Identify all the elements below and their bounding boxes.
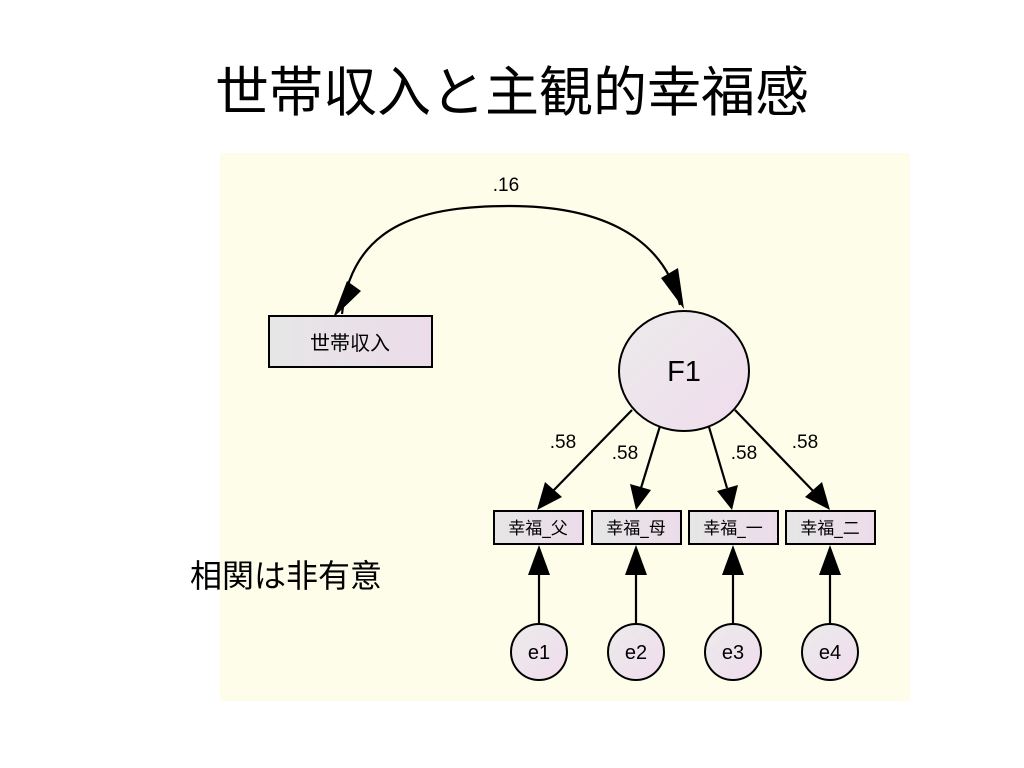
error-node-3 <box>704 623 762 681</box>
covariance-arrowhead-left <box>333 281 361 318</box>
covariance-arc <box>340 204 682 315</box>
error-arrowhead-1 <box>528 545 550 575</box>
indicator-box-3 <box>688 510 779 545</box>
loading-path-3 <box>707 426 729 489</box>
error-arrowhead-2 <box>625 545 647 575</box>
loading-path-4 <box>734 409 816 494</box>
loading-path-2 <box>639 425 662 489</box>
loading-arrowhead-2 <box>630 484 651 510</box>
error-node-2 <box>607 623 665 681</box>
error-node-label-1: e1 <box>528 642 550 664</box>
loading-label-4: .58 <box>792 432 818 453</box>
error-node-label-4: e4 <box>819 642 841 664</box>
indicator-box-label-4: 幸福_二 <box>800 519 860 539</box>
indicator-box-label-1: 幸福_父 <box>508 519 568 539</box>
error-arrowhead-4 <box>819 545 841 575</box>
loading-arrowhead-3 <box>717 485 738 510</box>
covariance-arrowhead-right <box>661 268 684 309</box>
significance-note: 相関は非有意 <box>190 557 383 595</box>
income-box <box>268 315 433 368</box>
loading-label-1: .58 <box>550 432 576 453</box>
indicator-box-4 <box>785 510 876 545</box>
loading-arrowhead-1 <box>537 482 562 510</box>
indicator-box-label-2: 幸福_母 <box>606 519 666 539</box>
error-node-label-3: e3 <box>722 642 744 664</box>
diagram-panel <box>220 153 910 701</box>
loading-arrowhead-4 <box>805 482 830 510</box>
error-node-4 <box>801 623 859 681</box>
loading-path-1 <box>550 409 633 494</box>
loading-label-3: .58 <box>731 443 757 464</box>
slide-title: 世帯収入と主観的幸福感 <box>215 61 809 124</box>
error-node-label-2: e2 <box>625 642 647 664</box>
latent-factor-label: F1 <box>667 356 701 388</box>
error-arrowhead-3 <box>722 545 744 575</box>
income-box-label: 世帯収入 <box>310 331 390 355</box>
indicator-box-2 <box>591 510 682 545</box>
error-node-1 <box>510 623 568 681</box>
covariance-label: .16 <box>493 175 519 196</box>
indicator-box-label-3: 幸福_一 <box>703 519 763 539</box>
loading-label-2: .58 <box>612 443 638 464</box>
indicator-box-1 <box>493 510 584 545</box>
latent-factor-node <box>618 310 750 432</box>
